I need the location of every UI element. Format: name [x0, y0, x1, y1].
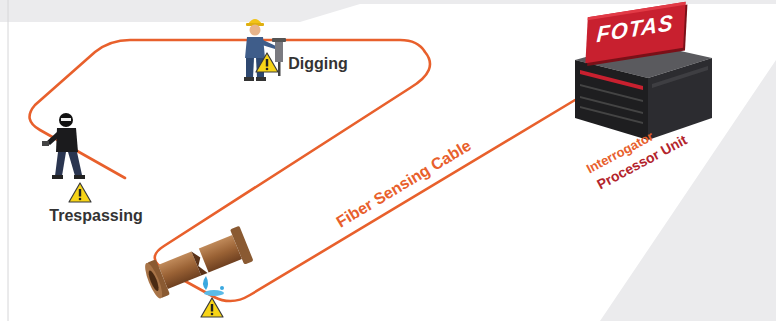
- leaking-pipe: [142, 226, 254, 301]
- event-label: Trespassing: [49, 207, 142, 225]
- event-label: Digging: [288, 55, 348, 73]
- digging-worker: [244, 19, 286, 81]
- brand-text: FOTAS: [596, 9, 675, 48]
- edge-rule: [8, 0, 9, 321]
- warning-icon: [256, 53, 278, 72]
- water-leak: [203, 276, 224, 296]
- trespasser-figure: [42, 113, 85, 179]
- ground-band: [0, 4, 776, 321]
- fiber-cable: [30, 40, 575, 301]
- warning-icon: [69, 183, 91, 202]
- warning-icon: [201, 298, 223, 317]
